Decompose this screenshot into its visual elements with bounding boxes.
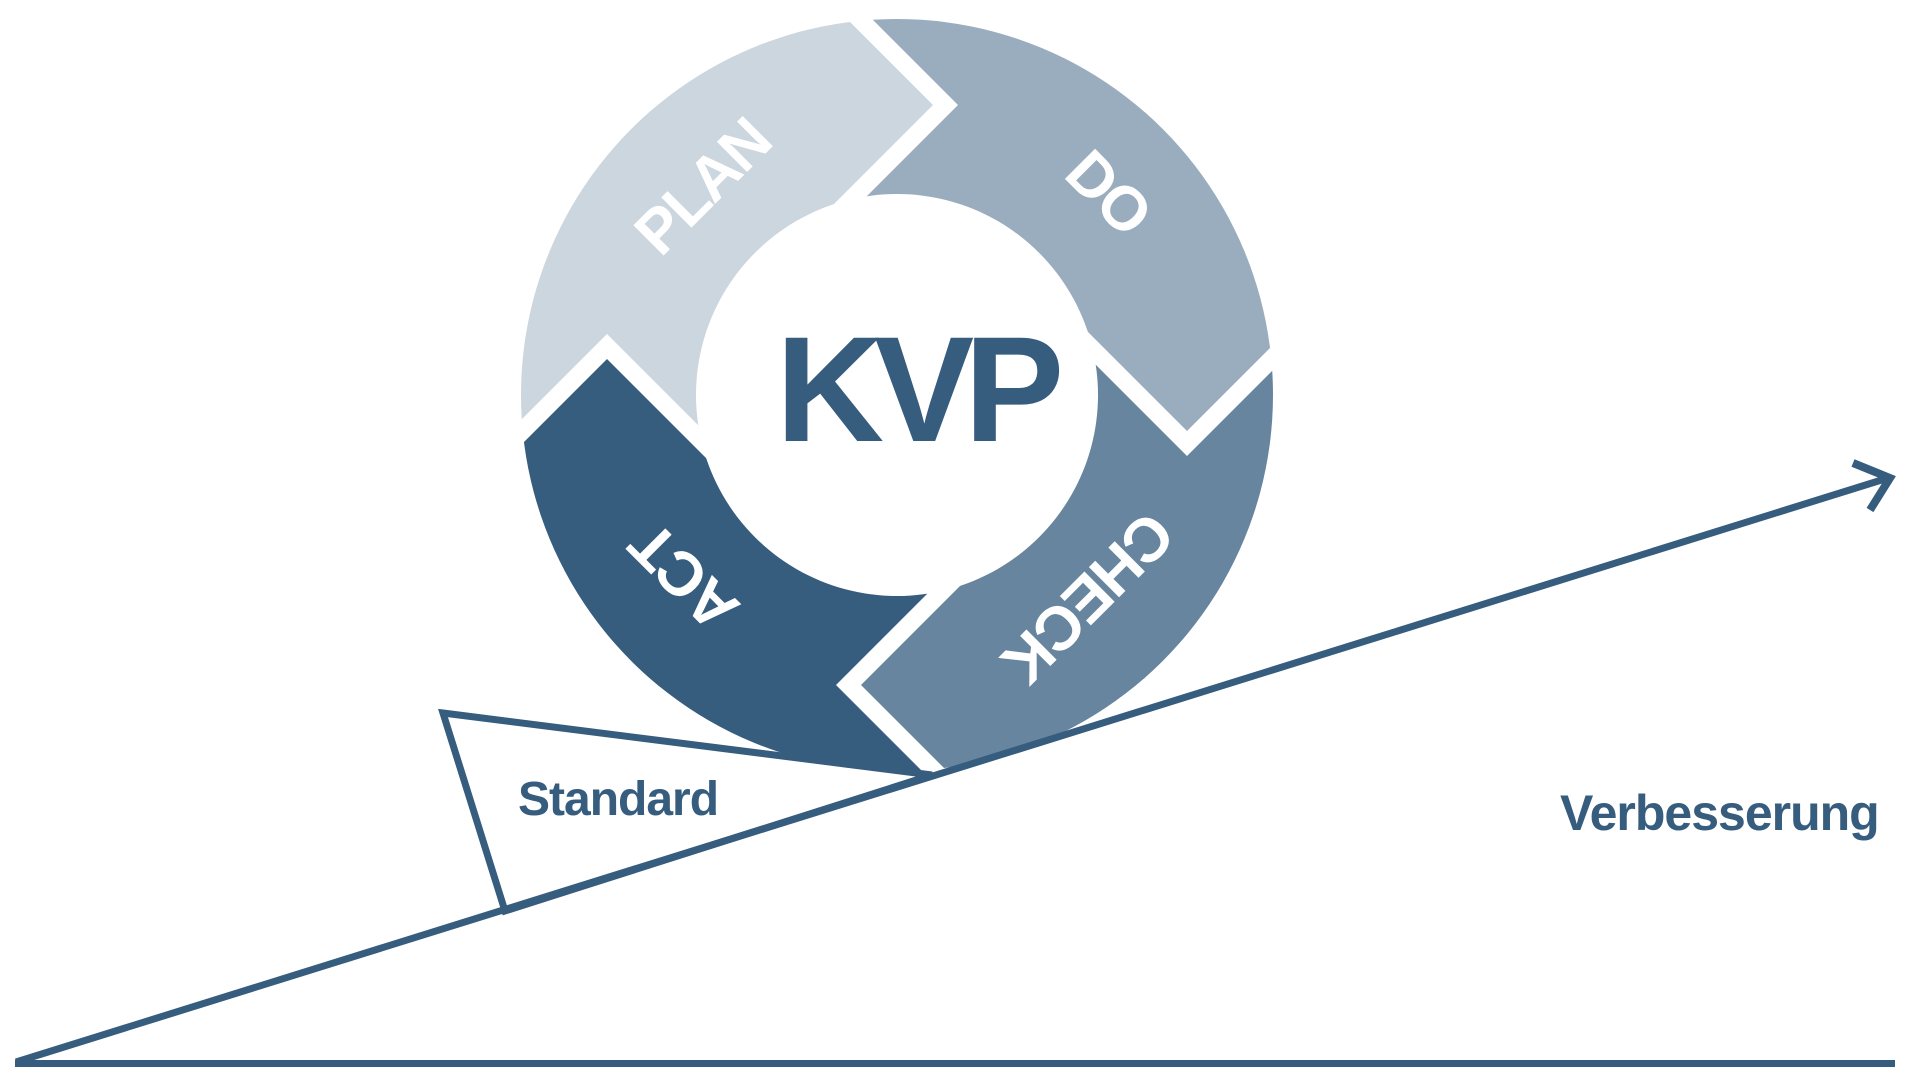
arrow-head-icon bbox=[1851, 459, 1896, 513]
center-title-kvp: KVP bbox=[776, 305, 1059, 473]
improvement-label: Verbesserung bbox=[1560, 785, 1879, 841]
ramp-line bbox=[14, 474, 1890, 1066]
pdca-cycle bbox=[520, 19, 1273, 771]
standard-label: Standard bbox=[518, 773, 718, 826]
